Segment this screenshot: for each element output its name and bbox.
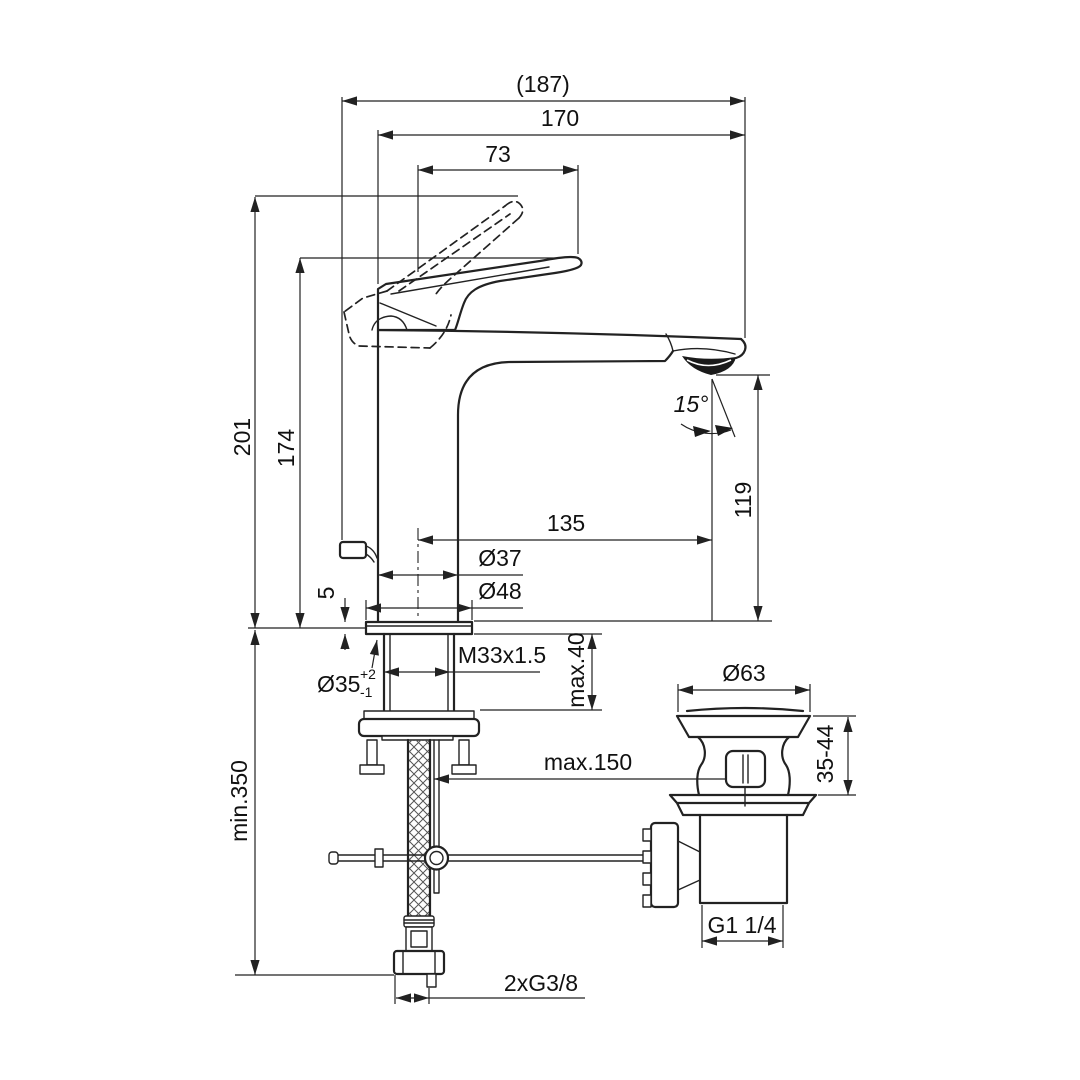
dim-waste-flange-diameter: Ø63	[722, 660, 765, 686]
pop-up-waste	[668, 706, 818, 905]
spout-underside	[456, 349, 675, 624]
spout-head-edge	[665, 333, 674, 352]
dim-waste-outlet-thread: G1 1/4	[707, 912, 776, 938]
dim-hole-tol-upper: +2	[360, 666, 376, 682]
dim-mounting-hole-diameter: Ø35	[317, 671, 360, 697]
horizontal-rod	[337, 854, 653, 862]
dim-spout-outlet-height: 119	[730, 482, 756, 519]
body-outline	[376, 328, 743, 624]
waste-tailpiece	[698, 813, 789, 905]
waste-flange	[675, 714, 812, 739]
mounting-washer	[363, 710, 475, 720]
dim-hose-min-length: min.350	[226, 760, 252, 842]
dim-body-diameter: Ø37	[478, 545, 521, 571]
pull-rod-knob	[338, 540, 378, 563]
cartridge-dome	[371, 315, 408, 331]
handle-closed	[371, 255, 583, 332]
dim-pull-rod-max-reach: max.150	[544, 749, 632, 775]
hose-thread-tip	[426, 973, 437, 988]
dim-height-handle-raised: 201	[229, 418, 255, 456]
mounting-stud-right	[458, 739, 470, 766]
dim-waste-clamping-range: 35-44	[812, 724, 838, 783]
dim-supply-connections: 2xG3/8	[504, 970, 578, 996]
waste-lever-boss	[724, 749, 767, 789]
hose-collar	[403, 915, 435, 928]
handle-raised-dashed	[343, 200, 524, 349]
dim-hole-tol-lower: -1	[360, 684, 373, 700]
angle-annotation	[680, 378, 736, 438]
supply-hose	[392, 738, 446, 988]
dim-max-mounting-thickness: max.40	[563, 632, 589, 707]
dim-handle-length: 73	[485, 141, 511, 167]
dimension-lines	[250, 96, 853, 1003]
dim-spout-projection-total: 170	[541, 105, 579, 131]
waste-plug	[685, 706, 805, 713]
mounting-hardware	[357, 620, 481, 775]
threaded-shank	[382, 632, 456, 713]
faucet-body	[376, 328, 747, 624]
dim-spout-angle: 15°	[674, 391, 709, 417]
mounting-nut	[357, 717, 481, 738]
dim-overall-depth: (187)	[516, 71, 570, 97]
rod-end-cap	[328, 851, 339, 865]
waste-seal-nut	[668, 793, 818, 817]
hole-diameter-leader	[369, 639, 379, 669]
extension-lines	[235, 97, 856, 1004]
dim-base-plate-height: 5	[313, 587, 339, 600]
aerator-highlight	[686, 359, 732, 367]
dimension-labels: (187) 170 73 201 174 15° 119 135 Ø37 Ø48…	[226, 71, 838, 996]
base-plate	[364, 620, 474, 636]
dim-spout-reach: 135	[547, 510, 585, 536]
rod-collar	[374, 848, 384, 868]
hose-nut	[392, 949, 446, 976]
adjuster-cog	[649, 821, 680, 909]
dim-base-diameter: Ø48	[478, 578, 521, 604]
pull-rod-linkage	[328, 739, 701, 909]
dim-mounting-thread: M33x1.5	[458, 642, 546, 668]
spout-front-face	[734, 337, 747, 360]
mounting-stud-left	[366, 739, 378, 766]
dim-height-handle-closed: 174	[273, 429, 299, 468]
aerator-rim	[672, 347, 736, 355]
braided-hose	[408, 740, 430, 916]
